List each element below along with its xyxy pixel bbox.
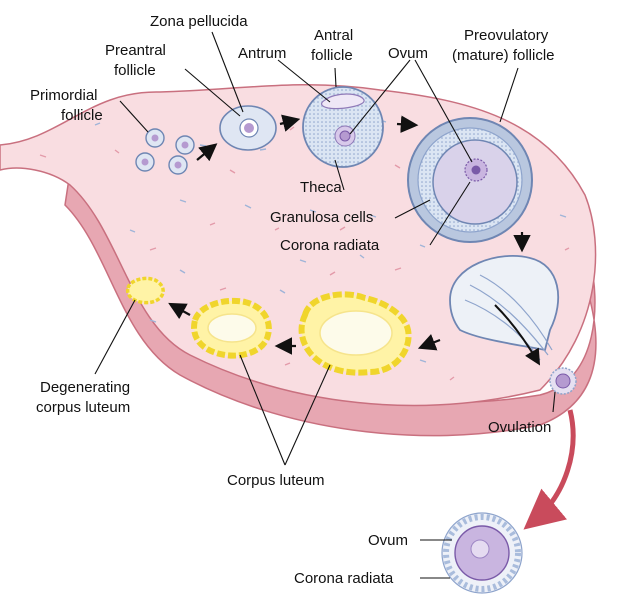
released-ovum xyxy=(549,367,577,395)
degenerating-corpus-luteum xyxy=(125,276,165,305)
corpus-luteum-large xyxy=(298,291,412,376)
preantral-follicle xyxy=(219,105,277,151)
label-primordial-line1: Primordial xyxy=(30,87,98,104)
ovulation-curved-arrow xyxy=(523,409,576,530)
arrow-antral-to-preovulatory xyxy=(396,115,419,134)
primordial-follicle xyxy=(168,155,188,175)
label-preantral-line2: follicle xyxy=(114,62,156,79)
antral-follicle xyxy=(302,86,384,168)
antrum xyxy=(321,93,365,110)
ovary-texture xyxy=(39,119,570,381)
label-primordial-line2: follicle xyxy=(61,107,103,124)
label-zona-pellucida: Zona pellucida xyxy=(150,13,248,30)
arrow-medium-to-degenerating xyxy=(168,302,191,320)
label-granulosa: Granulosa cells xyxy=(270,209,373,226)
progression-arrows xyxy=(168,114,531,355)
label-antral-line2: follicle xyxy=(311,47,353,64)
labels: Zona pellucida Preantral follicle Primor… xyxy=(30,13,555,587)
label-theca: Theca xyxy=(300,179,342,196)
label-ovulation: Ovulation xyxy=(488,419,551,436)
primordial-follicles xyxy=(135,128,195,175)
arrow-preantral-to-antral xyxy=(279,114,301,132)
label-corona-mid: Corona radiata xyxy=(280,237,380,254)
primordial-follicle xyxy=(145,128,165,148)
label-antral-line1: Antral xyxy=(314,27,353,44)
primordial-follicle xyxy=(135,152,155,172)
label-ovum-bottom: Ovum xyxy=(368,532,408,549)
label-antrum: Antrum xyxy=(238,45,286,62)
label-degenerating-line2: corpus luteum xyxy=(36,399,130,416)
preovulatory-follicle xyxy=(407,117,533,243)
ovum-detail xyxy=(441,512,523,594)
arrow-rupture-to-corpus xyxy=(417,334,441,351)
label-corona-bottom: Corona radiata xyxy=(294,570,394,587)
label-preovulatory-line2: (mature) follicle xyxy=(452,47,555,64)
corpus-luteum-medium xyxy=(191,298,272,359)
ruptured-follicle xyxy=(449,255,559,366)
leader-lines xyxy=(94,31,556,579)
label-preovulatory-line1: Preovulatory xyxy=(464,27,549,44)
label-corpus-luteum: Corpus luteum xyxy=(227,472,325,489)
label-degenerating-line1: Degenerating xyxy=(40,379,130,396)
arrow-primordial-to-preantral xyxy=(196,143,218,162)
label-ovum-top: Ovum xyxy=(388,45,428,62)
label-preantral-line1: Preantral xyxy=(105,42,166,59)
primordial-follicle xyxy=(175,135,195,155)
